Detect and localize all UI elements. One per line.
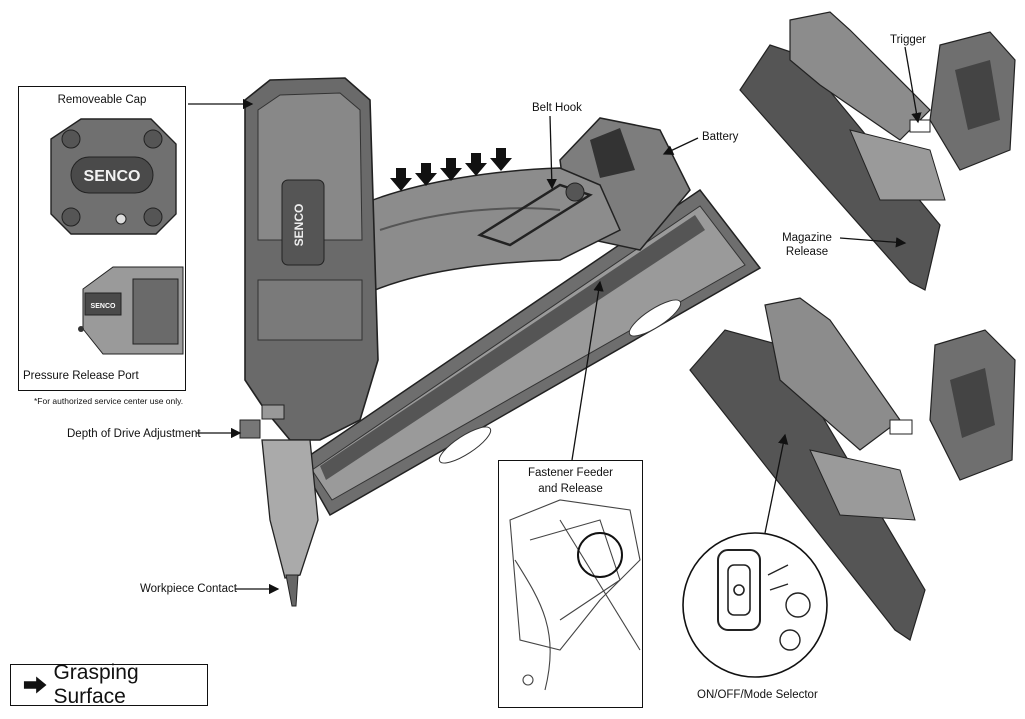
magazine-release-label-line2: Release bbox=[785, 246, 829, 258]
fastener-feeder-label-line1: Fastener Feeder bbox=[527, 467, 613, 479]
pressure-port-closeup: SENCO bbox=[78, 266, 184, 355]
battery-label: Battery bbox=[702, 131, 739, 143]
fastener-feeder-inset: Fastener Feeder and Release bbox=[498, 460, 643, 708]
logo-vertical: SENCO bbox=[292, 204, 306, 247]
belt-hook-label: Belt Hook bbox=[532, 102, 582, 114]
mode-selector-magnifier bbox=[682, 532, 828, 678]
on-off-mode-label: ON/OFF/Mode Selector bbox=[697, 689, 818, 701]
fastener-feeder-label-line2: and Release bbox=[538, 483, 603, 495]
trigger-label: Trigger bbox=[890, 34, 926, 46]
removeable-cap-label: Removeable Cap bbox=[57, 94, 147, 106]
service-note: *For authorized service center use only. bbox=[34, 396, 184, 406]
depth-of-drive-label: Depth of Drive Adjustment bbox=[67, 428, 201, 440]
cap-logo: SENCO bbox=[84, 168, 141, 185]
workpiece-contact-label: Workpiece Contact bbox=[140, 583, 237, 595]
grasping-arrows bbox=[390, 148, 512, 191]
nailer-lower-right bbox=[689, 297, 1016, 641]
legend-text: Grasping Surface bbox=[53, 661, 139, 708]
legend: Grasping Surface bbox=[10, 661, 208, 708]
removeable-cap-inset: Removeable Cap SENCO SENCO Pressure Rele… bbox=[18, 86, 186, 391]
nailer-upper-right bbox=[739, 11, 1016, 291]
main-nailer: SENCO bbox=[239, 77, 762, 607]
port-logo: SENCO bbox=[91, 303, 116, 310]
pressure-release-port-label: Pressure Release Port bbox=[23, 370, 139, 382]
right-arrow-icon bbox=[23, 676, 47, 694]
fastener-feeder-sketch bbox=[509, 499, 641, 691]
cap-closeup: SENCO bbox=[50, 118, 177, 235]
magazine-release-label-line1: Magazine bbox=[782, 232, 832, 244]
